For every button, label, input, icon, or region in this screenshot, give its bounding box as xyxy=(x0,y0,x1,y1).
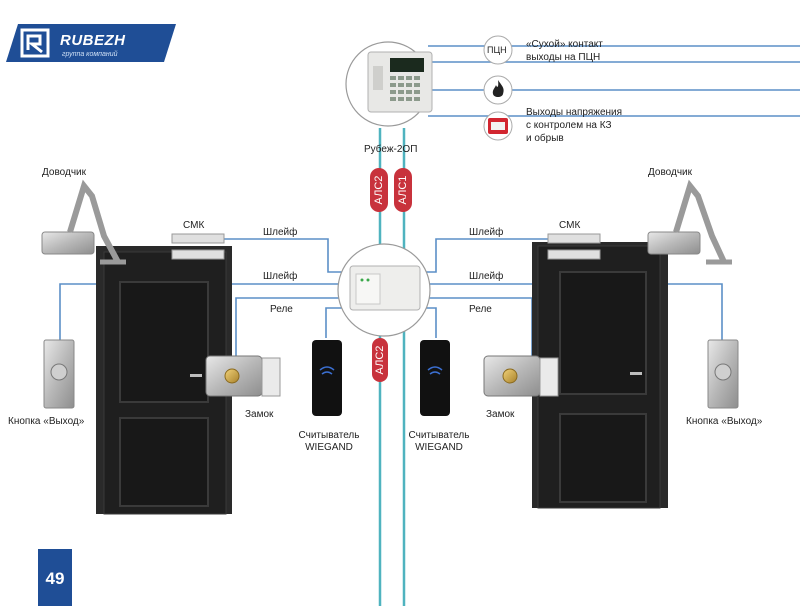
left-closer xyxy=(41,179,126,265)
voltage-outputs-label-3: и обрыв xyxy=(526,133,564,144)
left-lock-label: Замок xyxy=(245,409,274,420)
right-lock-label: Замок xyxy=(486,409,515,420)
panel-label: Рубеж-2ОП xyxy=(364,144,418,155)
right-closer xyxy=(647,179,732,265)
alc2-tag: АЛС2 xyxy=(373,175,385,205)
page-number: 49 xyxy=(38,549,72,606)
siren-icon xyxy=(483,111,513,141)
right-reader-label-2: WIEGAND xyxy=(415,442,463,453)
controller-module xyxy=(337,243,431,337)
pcn-icon-label: ПЦН xyxy=(487,45,507,55)
right-loop1-label: Шлейф xyxy=(469,227,504,238)
alc1-tag: АЛС1 xyxy=(397,175,409,205)
left-loop2-label: Шлейф xyxy=(263,271,298,282)
alc-tags xyxy=(370,168,412,382)
left-reader-label-1: Считыватель xyxy=(298,430,360,441)
right-exit-button-label: Кнопка «Выход» xyxy=(686,416,763,427)
voltage-outputs-label-2: с контролем на КЗ xyxy=(526,120,612,131)
pcn-outputs-label: выходы на ПЦН xyxy=(526,52,601,63)
right-relay-label: Реле xyxy=(469,304,492,315)
left-relay-label: Реле xyxy=(270,304,293,315)
left-smk xyxy=(171,233,225,260)
right-lock xyxy=(483,355,559,397)
right-loop2-label: Шлейф xyxy=(469,271,504,282)
alc2-lower-tag: АЛС2 xyxy=(374,345,386,375)
right-reader xyxy=(420,340,450,416)
brand-subtitle: группа компаний xyxy=(62,51,118,58)
fire-icon xyxy=(483,75,513,105)
left-reader xyxy=(312,340,342,416)
left-reader-label-2: WIEGAND xyxy=(305,442,353,453)
left-exit-button xyxy=(43,339,75,409)
brand-logo xyxy=(6,24,176,62)
right-smk xyxy=(547,233,601,260)
right-reader-label-1: Считыватель xyxy=(408,430,470,441)
brand-name: RUBEZH xyxy=(60,32,126,49)
right-smk-label: СМК xyxy=(559,220,581,231)
right-exit-button xyxy=(707,339,739,409)
left-closer-label: Доводчик xyxy=(42,167,86,178)
right-closer-label: Доводчик xyxy=(648,167,692,178)
left-smk-label: СМК xyxy=(183,220,205,231)
pcn-icon xyxy=(483,35,513,65)
panel-device xyxy=(345,41,433,127)
left-exit-button-label: Кнопка «Выход» xyxy=(8,416,85,427)
voltage-outputs-label-1: Выходы напряжения xyxy=(526,107,623,118)
dry-contact-label: «Сухой» контакт xyxy=(526,39,603,50)
left-lock xyxy=(205,355,281,397)
left-loop1-label: Шлейф xyxy=(263,227,298,238)
